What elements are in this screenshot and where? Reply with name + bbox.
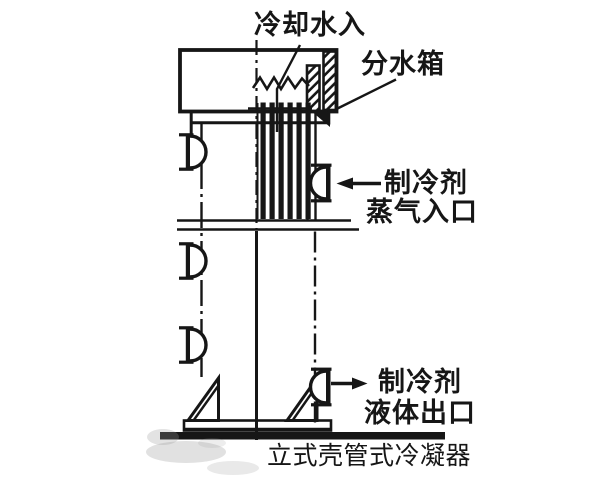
left-nozzle-bottom bbox=[179, 326, 208, 364]
water-distribution-box-label: 分水箱 bbox=[361, 49, 445, 79]
ground-line bbox=[160, 432, 445, 440]
vapor-inlet-arrow bbox=[336, 177, 381, 190]
vapor-inlet-nozzle bbox=[308, 163, 332, 203]
left-nozzle-middle bbox=[179, 242, 208, 280]
refrigerant-vapor-inlet-label-line2: 蒸气入口 bbox=[366, 197, 478, 227]
support-gusset-left bbox=[185, 373, 220, 422]
water-level-zigzag bbox=[251, 74, 310, 92]
liquid-outlet-arrow bbox=[331, 377, 368, 390]
distribution-box-leader-line bbox=[334, 78, 397, 111]
cooling-water-leader-line bbox=[275, 44, 302, 132]
tank-wall-hatch bbox=[322, 50, 338, 112]
scan-smudge bbox=[146, 429, 259, 475]
tube-bundle bbox=[256, 102, 311, 219]
refrigerant-liquid-outlet-label-line2: 液体出口 bbox=[364, 398, 476, 428]
liquid-outlet-nozzle bbox=[308, 367, 332, 407]
refrigerant-liquid-outlet-label-line1: 制冷剂 bbox=[378, 367, 462, 397]
weld-fillet bbox=[313, 112, 330, 127]
left-nozzle-top bbox=[179, 133, 208, 171]
refrigerant-vapor-inlet-label-line1: 制冷剂 bbox=[384, 168, 468, 198]
shell-wall-hatch bbox=[305, 64, 321, 113]
figure-caption: 立式壳管式冷凝器 bbox=[267, 443, 472, 470]
cooling-water-inlet-label: 冷却水入 bbox=[254, 10, 366, 40]
